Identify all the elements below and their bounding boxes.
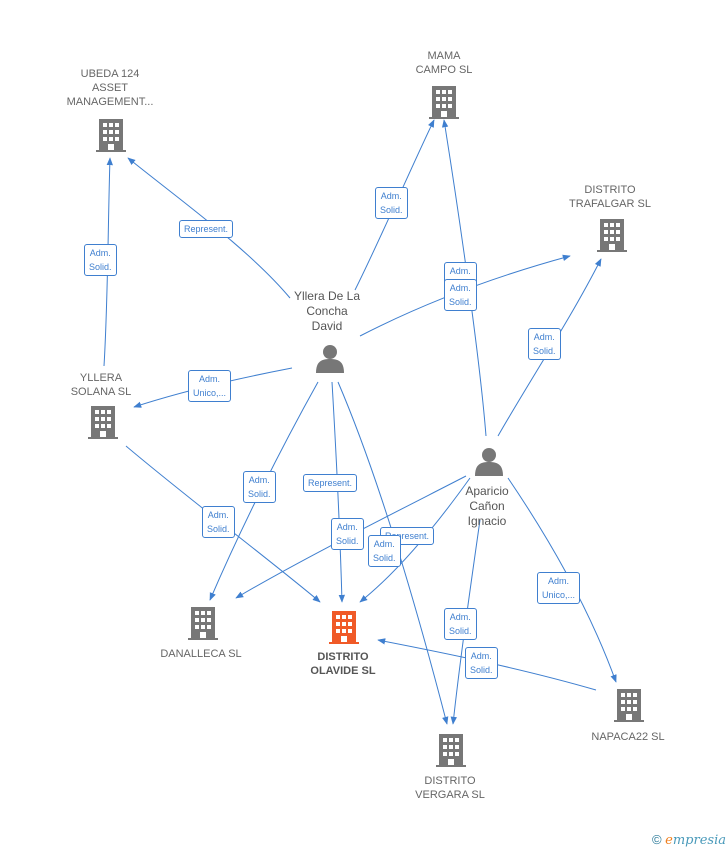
node-label-yllera-solana[interactable]: YLLERA SOLANA SL	[70, 372, 132, 398]
node-label-napaca[interactable]: NAPACA22 SL	[591, 731, 665, 743]
edge-tag-adm-solid: Adm. Solid.	[444, 279, 477, 311]
node-label-danalleca[interactable]: DANALLECA SL	[160, 648, 242, 660]
edge-tag-adm-solid: Adm. Solid.	[528, 328, 561, 360]
edge-tag-adm-solid: Adm. Solid.	[84, 244, 117, 276]
node-label-yllera-david[interactable]: Yllera De La Concha David	[293, 289, 361, 333]
edge-tag-adm-unico: Adm. Unico,...	[537, 572, 581, 604]
edge-tag-adm-solid: Adm. Solid.	[202, 506, 235, 538]
mama-campo-building-icon	[429, 86, 459, 119]
node-label-vergara[interactable]: DISTRITO VERGARA SL	[415, 775, 485, 801]
copyright-symbol: ©	[651, 832, 662, 847]
aparicio-person-icon	[475, 448, 503, 476]
danalleca-building-icon	[188, 607, 218, 640]
edge-tag-adm-solid: Adm. Solid.	[375, 187, 408, 219]
vergara-building-icon	[436, 734, 466, 767]
edge-tag-adm-solid: Adm. Solid.	[444, 608, 477, 640]
edge-tag-adm-unico: Adm. Unico,...	[188, 370, 232, 402]
node-label-ubeda[interactable]: UBEDA 124 ASSET MANAGEMENT...	[66, 68, 154, 108]
yllera-solana-building-icon	[88, 406, 118, 439]
footer-brand: © empresia	[652, 832, 726, 848]
olavide-building-icon	[329, 611, 359, 644]
napaca-building-icon	[614, 689, 644, 722]
node-label-mama-campo[interactable]: MAMA CAMPO SL	[415, 50, 473, 76]
edge-tag-adm-solid: Adm. Solid.	[465, 647, 498, 679]
yllera-david-person-icon	[316, 345, 344, 373]
edge-tag-represent: Represent.	[303, 474, 358, 492]
ubeda-building-icon	[96, 119, 126, 152]
edge-tag-adm-solid: Adm. Solid.	[368, 535, 401, 567]
edges	[103, 119, 617, 725]
node-label-aparicio[interactable]: Aparicio Cañon Ignacio	[465, 484, 509, 528]
edge-david-olavide	[331, 381, 345, 603]
trafalgar-building-icon	[597, 219, 627, 252]
edge-tag-adm-solid: Adm. Solid.	[243, 471, 276, 503]
edge-tag-represent: Represent.	[179, 220, 234, 238]
edge-tag-adm-solid: Adm. Solid.	[331, 518, 364, 550]
node-label-olavide[interactable]: DISTRITO OLAVIDE SL	[310, 651, 376, 677]
node-label-trafalgar[interactable]: DISTRITO TRAFALGAR SL	[569, 184, 651, 210]
brand-logo: empresia	[665, 833, 726, 848]
